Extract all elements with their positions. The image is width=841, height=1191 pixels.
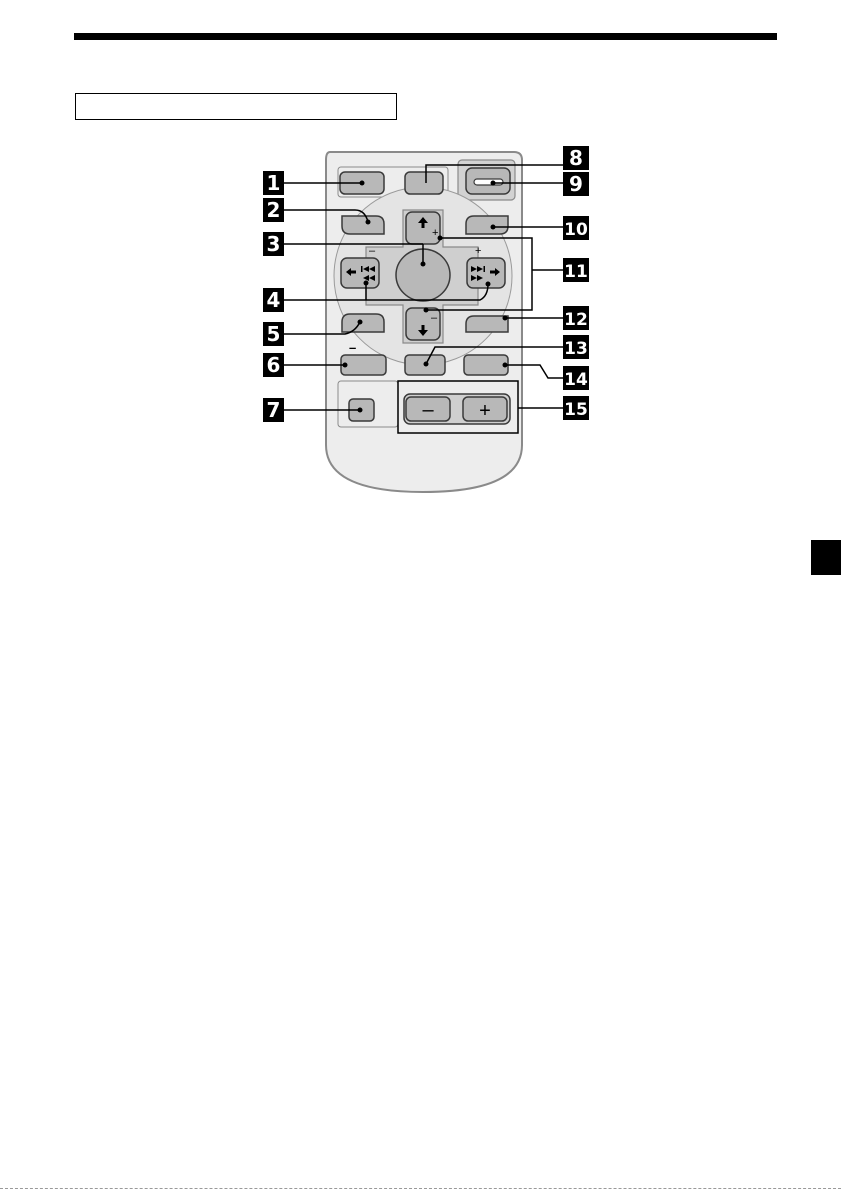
- left-button[interactable]: [341, 258, 379, 288]
- callout-2: 2: [267, 198, 281, 222]
- callout-8: 8: [569, 146, 583, 170]
- callout-7: 7: [267, 398, 281, 422]
- up-plus-label: +: [432, 227, 438, 239]
- callout-6: 6: [267, 353, 281, 377]
- row6-minus-label: –: [349, 340, 356, 355]
- down-minus-label: –: [431, 312, 438, 324]
- button-10[interactable]: [466, 216, 508, 234]
- callout-15: 15: [564, 400, 588, 420]
- volume-plus-label: +: [479, 400, 491, 422]
- callout-13: 13: [564, 339, 588, 359]
- button-9-oval: [474, 179, 503, 185]
- callout-9: 9: [569, 172, 583, 196]
- callout-11: 11: [564, 262, 588, 282]
- button-2[interactable]: [342, 216, 384, 234]
- callout-1: 1: [267, 171, 281, 195]
- callout-3: 3: [267, 232, 281, 256]
- button-14[interactable]: [464, 355, 508, 375]
- button-8[interactable]: [405, 172, 443, 194]
- callout-14: 14: [564, 370, 588, 390]
- volume-minus-label: –: [422, 399, 434, 421]
- button-6[interactable]: [341, 355, 386, 375]
- callout-4: 4: [267, 288, 281, 312]
- left-minus-label: –: [369, 245, 376, 257]
- callout-10: 10: [564, 220, 588, 240]
- callout-5: 5: [267, 322, 281, 346]
- right-plus-label: +: [475, 245, 481, 257]
- callout-12: 12: [564, 310, 588, 330]
- button-5[interactable]: [342, 314, 384, 332]
- button-12[interactable]: [466, 316, 508, 332]
